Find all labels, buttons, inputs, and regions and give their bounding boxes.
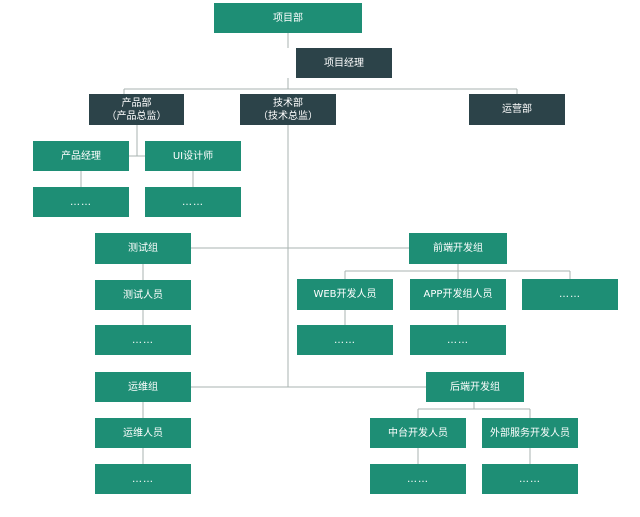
devops-more-node: …… — [95, 464, 191, 494]
app-dev-more-node: …… — [410, 325, 506, 355]
backend-group-node: 后端开发组 — [426, 372, 524, 402]
node-label: 外部服务开发人员 — [490, 427, 570, 439]
node-label: …… — [559, 289, 581, 300]
frontend-more-node: …… — [522, 279, 618, 310]
node-label: 运维组 — [128, 381, 158, 393]
node-label: …… — [447, 334, 469, 346]
node-label: 测试人员 — [123, 289, 163, 301]
node-label: …… — [70, 196, 92, 208]
node-label: UI设计师 — [172, 150, 214, 162]
tester-node: 测试人员 — [95, 280, 191, 310]
node-label: 产品部 — [121, 97, 152, 109]
devops-group-node: 运维组 — [95, 372, 191, 402]
web-dev-more-node: …… — [297, 325, 393, 355]
project-manager-node: 项目经理 — [296, 48, 392, 78]
tech-dept-node: 技术部 （技术总监） — [240, 94, 336, 125]
node-label: WEB开发人员 — [313, 289, 377, 300]
test-group-node: 测试组 — [95, 233, 191, 264]
node-label: …… — [132, 334, 154, 346]
node-label: …… — [182, 196, 204, 208]
external-service-dev-node: 外部服务开发人员 — [482, 418, 578, 448]
ui-designer-more-node: …… — [145, 187, 241, 217]
node-label: …… — [132, 473, 154, 485]
node-label: 前端开发组 — [433, 243, 483, 254]
ui-designer-node: UI设计师 — [145, 141, 241, 171]
product-manager-node: 产品经理 — [33, 141, 129, 171]
external-service-more-node: …… — [482, 464, 578, 494]
node-label: 运营部 — [502, 104, 532, 115]
node-sublabel: （技术总监） — [258, 110, 318, 122]
node-label: 技术部 — [273, 97, 303, 109]
node-label: …… — [407, 473, 429, 485]
devops-staff-node: 运维人员 — [95, 418, 191, 448]
frontend-group-node: 前端开发组 — [409, 233, 507, 264]
product-dept-node: 产品部 （产品总监） — [89, 94, 184, 125]
middle-platform-more-node: …… — [370, 464, 466, 494]
node-label: 项目经理 — [324, 57, 364, 69]
node-label: …… — [334, 334, 356, 346]
node-label: 产品经理 — [61, 150, 101, 162]
node-label: 中台开发人员 — [388, 427, 448, 439]
node-label: 运维人员 — [123, 427, 163, 439]
product-manager-more-node: …… — [33, 187, 129, 217]
node-label: 后端开发组 — [450, 381, 500, 393]
node-sublabel: （产品总监） — [106, 110, 167, 122]
middle-platform-dev-node: 中台开发人员 — [370, 418, 466, 448]
node-label: 项目部 — [273, 12, 303, 24]
tester-more-node: …… — [95, 325, 191, 355]
project-dept-node: 项目部 — [214, 3, 362, 33]
ops-dept-node: 运营部 — [469, 94, 565, 125]
node-label: 测试组 — [128, 243, 158, 254]
node-label: …… — [519, 473, 541, 485]
web-dev-node: WEB开发人员 — [297, 279, 393, 310]
node-label: APP开发组人员 — [423, 289, 493, 300]
app-dev-node: APP开发组人员 — [410, 279, 506, 310]
